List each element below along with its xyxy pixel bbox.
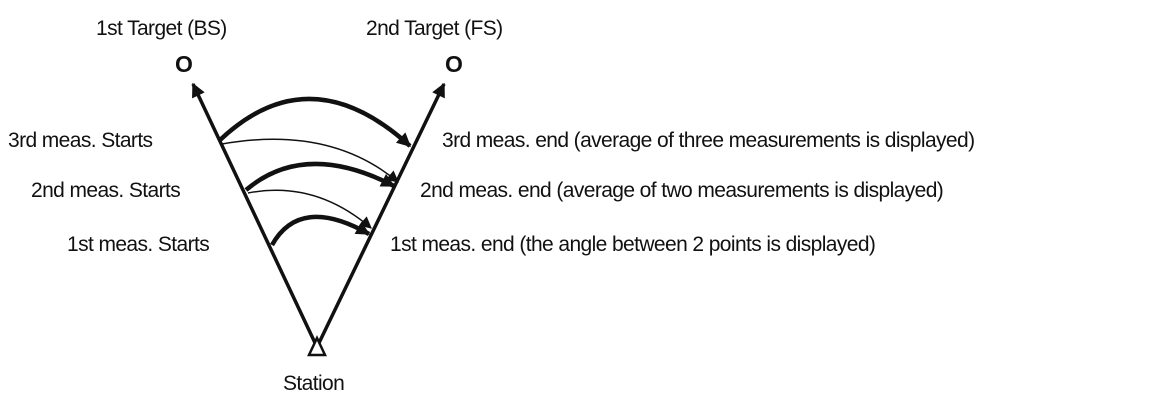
third-end-label: 3rd meas. end (average of three measurem… [442, 129, 975, 152]
first-end-label: 1st meas. end (the angle between 2 point… [390, 233, 876, 256]
third-start-label: 3rd meas. Starts [8, 129, 153, 152]
first-target-label: 1st Target (BS) [96, 17, 227, 40]
third-measurement-arc [218, 96, 412, 148]
second-target-label: 2nd Target (FS) [366, 17, 503, 40]
second-to-first-return-arc [247, 189, 372, 229]
second-end-label: 2nd meas. end (average of two measuremen… [420, 179, 944, 202]
station-label: Station [283, 372, 345, 395]
third-to-second-return-arc [221, 138, 399, 183]
station-triangle-icon [307, 335, 327, 357]
backsight-line [191, 82, 318, 346]
first-target-mark: O [175, 51, 193, 77]
second-measurement-arc [244, 161, 396, 192]
second-target-mark: O [445, 51, 463, 77]
first-start-label: 1st meas. Starts [67, 233, 210, 256]
first-measurement-arc [270, 214, 371, 247]
foresight-line [316, 82, 446, 346]
second-start-label: 2nd meas. Starts [31, 179, 181, 202]
